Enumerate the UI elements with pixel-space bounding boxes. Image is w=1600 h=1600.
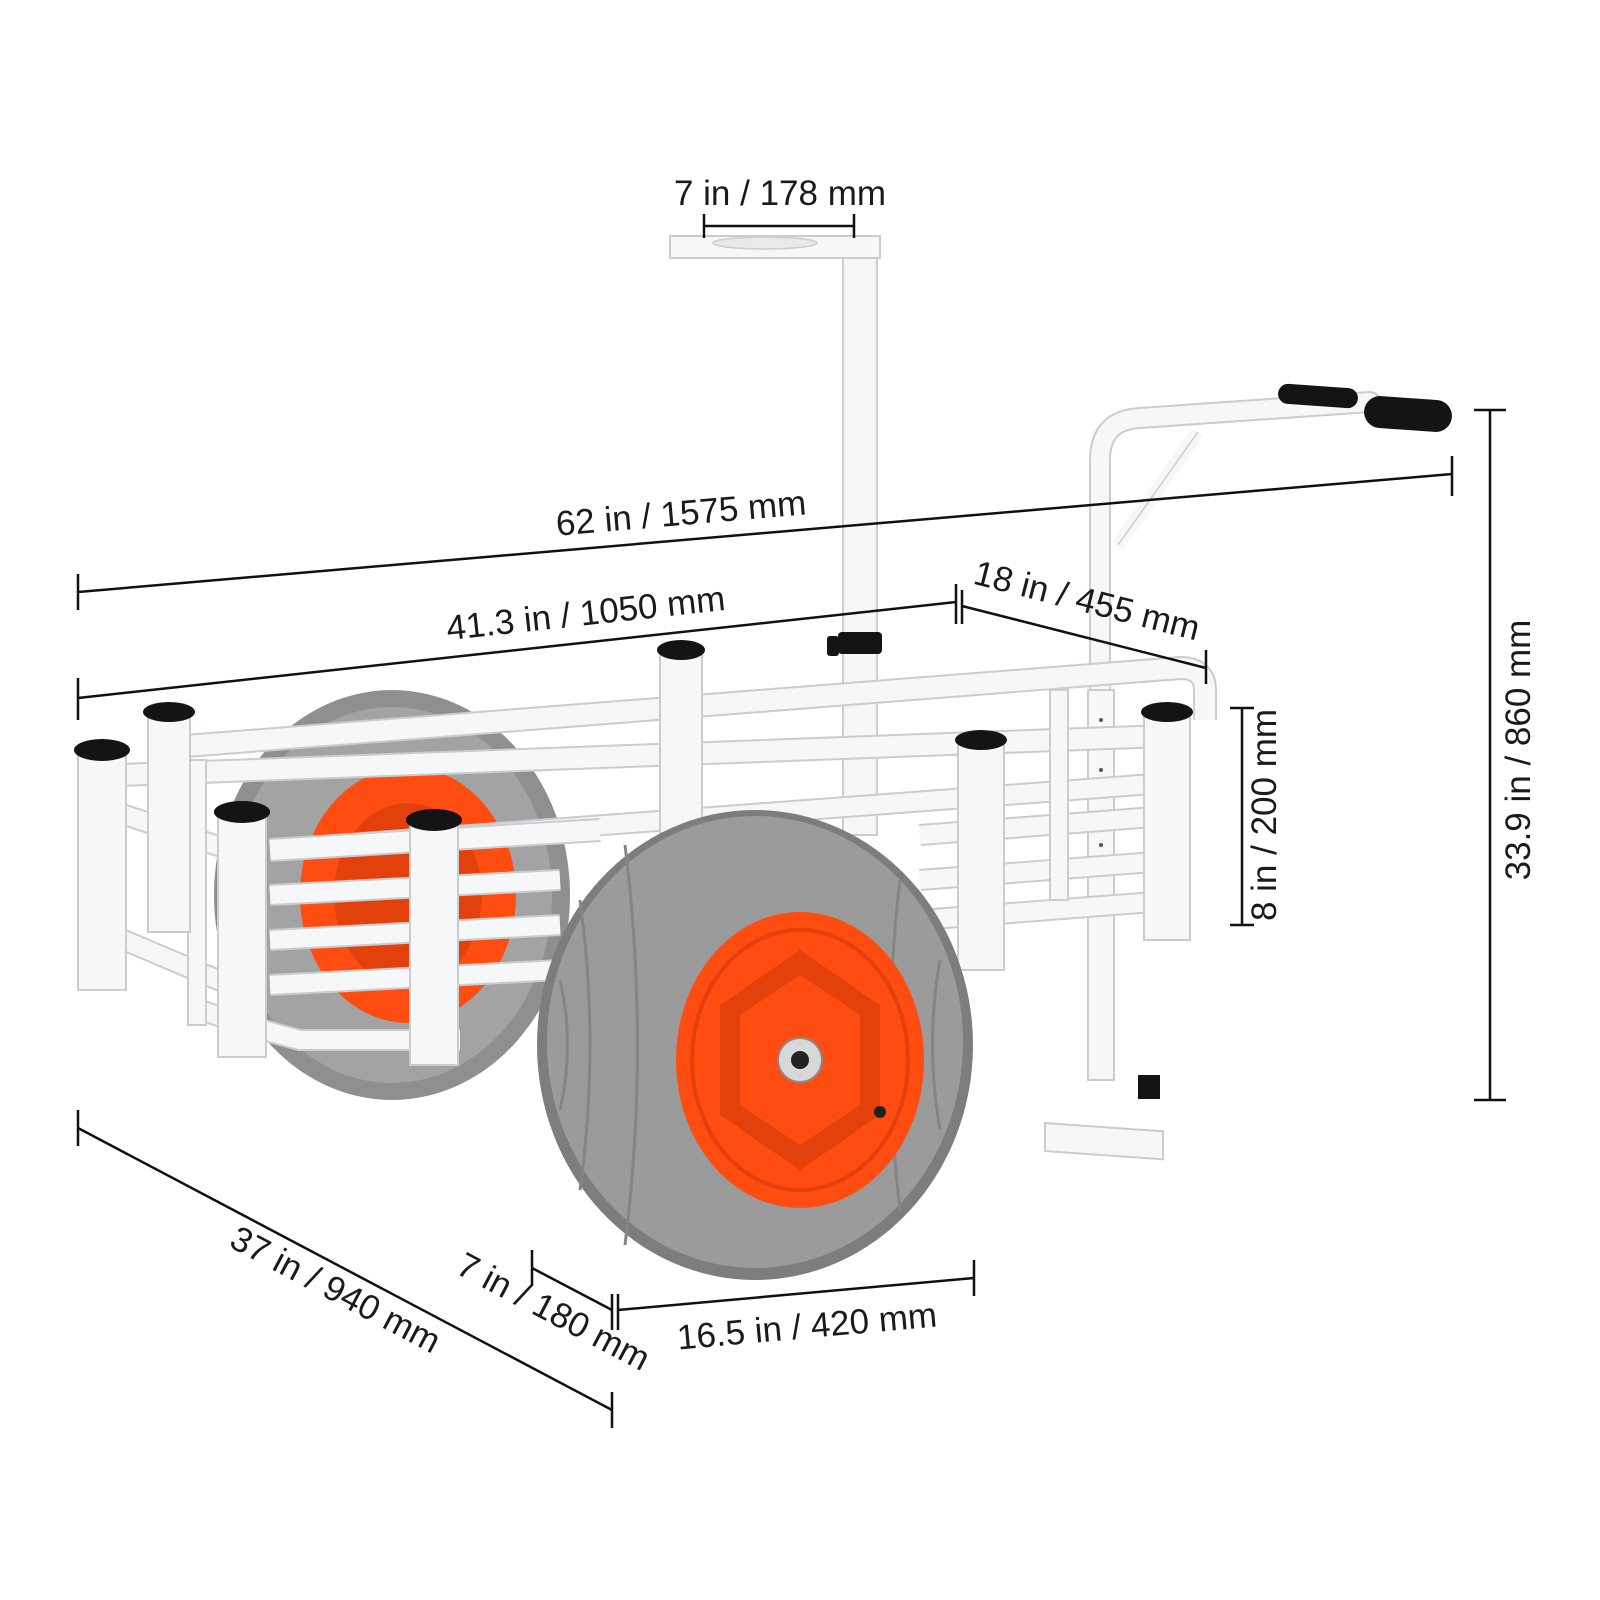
label-wheel-diameter: 16.5 in / 420 mm	[675, 1296, 938, 1358]
dim-basket-length	[76, 584, 958, 720]
dim-overall-length	[76, 456, 1454, 610]
front-wheel-icon	[537, 810, 973, 1280]
dimension-lines	[76, 214, 1506, 1428]
label-wheel-width: 7 in / 180 mm	[450, 1245, 656, 1378]
basket-near-rails-icon	[214, 801, 601, 1066]
dim-basket-height	[1230, 706, 1254, 927]
dim-overall-height	[1474, 408, 1506, 1102]
label-holder-width: 7 in / 178 mm	[674, 174, 886, 213]
cart-illustration	[74, 235, 1452, 1280]
label-overall-width: 37 in / 940 mm	[224, 1219, 447, 1361]
pull-handle-icon	[1044, 383, 1452, 1161]
dim-handle-extension	[960, 590, 1208, 684]
label-handle-extension: 18 in / 455 mm	[970, 553, 1204, 648]
dim-wheel-diameter	[616, 1260, 976, 1330]
dim-holder-width	[702, 214, 856, 238]
label-basket-height: 8 in / 200 mm	[1245, 709, 1284, 921]
label-basket-length: 41.3 in / 1050 mm	[444, 579, 727, 648]
label-overall-length: 62 in / 1575 mm	[554, 483, 807, 543]
dim-overall-width	[76, 1110, 614, 1428]
label-overall-height: 33.9 in / 860 mm	[1499, 620, 1538, 881]
dim-wheel-width	[530, 1250, 614, 1330]
